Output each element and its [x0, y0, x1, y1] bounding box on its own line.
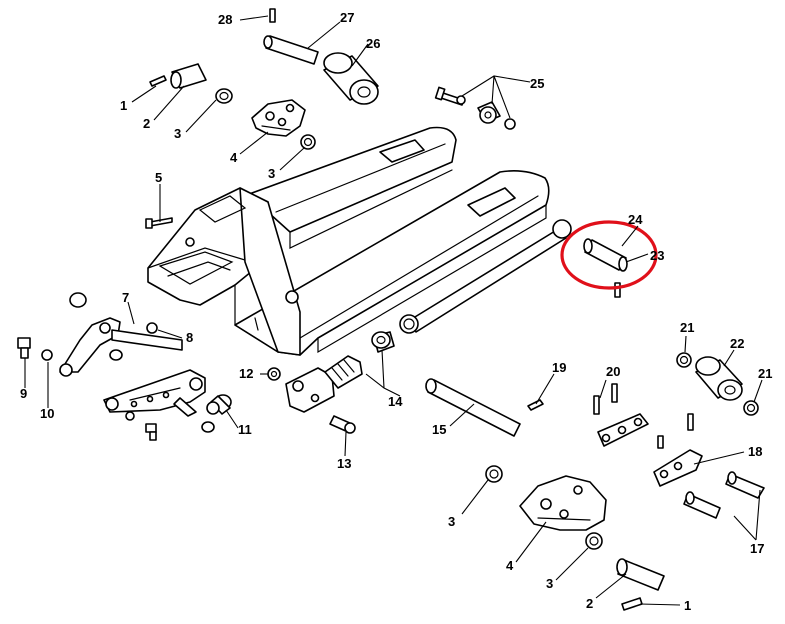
axle-rod	[399, 219, 572, 334]
callout-2-top: 2	[143, 116, 150, 131]
part-13-pin	[329, 415, 356, 434]
part-3-bushing-bottom-b	[585, 532, 603, 550]
callout-1-bottom: 1	[684, 598, 691, 613]
part-8-nut	[146, 322, 158, 334]
callout-12: 12	[239, 366, 253, 381]
callout-26: 26	[366, 36, 380, 51]
part-3-bushing-bottom-a	[485, 465, 503, 483]
part-27-pin	[263, 35, 319, 65]
callout-1-top: 1	[120, 98, 127, 113]
callout-15: 15	[432, 422, 446, 437]
callout-2-bottom: 2	[586, 596, 593, 611]
callout-21-a: 21	[680, 320, 694, 335]
part-12-bushing	[267, 367, 281, 381]
callout-3-bottom-a: 3	[448, 514, 455, 529]
callout-24: 24	[628, 212, 643, 227]
part-11-bushing	[206, 394, 232, 415]
part-23-pin	[614, 282, 621, 298]
callout-3-bottom-b: 3	[546, 576, 553, 591]
callout-4-top: 4	[230, 150, 238, 165]
part-15-axle	[425, 378, 521, 437]
part-9-bolt	[17, 337, 31, 359]
part-1-pin-top	[149, 75, 167, 87]
part-7-linkage-assembly	[59, 292, 206, 417]
callout-3-top-b: 3	[268, 166, 275, 181]
part-25-bolt-set	[434, 86, 516, 130]
callout-14: 14	[388, 394, 403, 409]
callout-3-top-a: 3	[174, 126, 181, 141]
part-5-screw	[145, 217, 173, 229]
callout-10: 10	[40, 406, 54, 421]
part-24-pin	[583, 238, 628, 272]
part-2-axle-bottom	[616, 558, 665, 591]
part-4-bracket-bottom	[519, 475, 607, 531]
part-22-roller	[695, 356, 743, 401]
callout-5: 5	[155, 170, 162, 185]
callout-19: 19	[552, 360, 566, 375]
leader-lines	[24, 15, 763, 606]
fork-frame	[147, 126, 550, 356]
part-2-axle-top	[170, 63, 207, 89]
part-3-bushing-top-b	[300, 134, 316, 150]
linkage-small-bushings	[125, 411, 215, 441]
part-14-fork-rod-end	[285, 331, 395, 413]
part-26-roller	[323, 52, 379, 105]
part-19-pin	[527, 399, 544, 411]
part-28-pin	[269, 8, 276, 23]
part-3-bushing-top-a	[215, 88, 233, 104]
callout-13: 13	[337, 456, 351, 471]
callout-28: 28	[218, 12, 232, 27]
callout-11: 11	[238, 422, 252, 437]
callout-27: 27	[340, 10, 354, 25]
part-4-bracket-top	[251, 99, 306, 137]
callout-18: 18	[748, 444, 762, 459]
part-21-bushing-a	[676, 352, 692, 368]
callout-17: 17	[750, 541, 764, 556]
callout-25: 25	[530, 76, 544, 91]
callout-22: 22	[730, 336, 744, 351]
part-10-nut	[41, 349, 53, 361]
callout-8: 8	[186, 330, 193, 345]
callout-7: 7	[122, 290, 129, 305]
part-18-link	[653, 413, 703, 487]
callout-23: 23	[650, 248, 664, 263]
part-20-link-plate	[593, 383, 649, 447]
part-17-pins	[683, 471, 765, 519]
callout-20: 20	[606, 364, 620, 379]
axle-bushing	[399, 314, 419, 334]
callout-21-b: 21	[758, 366, 772, 381]
callout-labels: 28 27 26 25 1 2 3 4 3 5 24 23 7 8 9 10 1…	[20, 10, 772, 613]
part-21-bushing-b	[743, 400, 759, 416]
highlight-circle	[560, 220, 658, 290]
callout-9: 9	[20, 386, 27, 401]
callout-4-bottom: 4	[506, 558, 514, 573]
part-1-pin-bottom	[621, 597, 643, 611]
